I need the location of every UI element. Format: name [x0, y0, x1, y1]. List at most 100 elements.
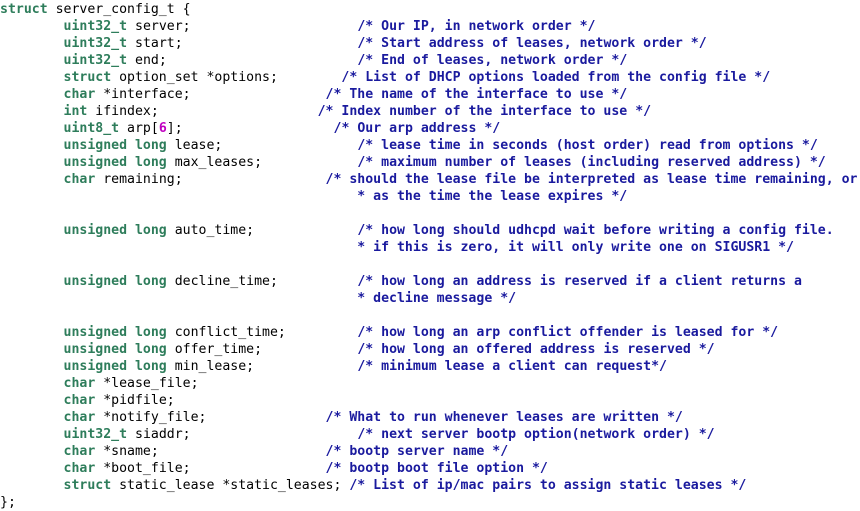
code-token-plain: *lease_file;	[95, 376, 199, 391]
code-token-plain: lease;	[166, 138, 358, 153]
code-token-plain: server_config_t {	[47, 2, 191, 17]
code-token-plain	[0, 478, 64, 493]
code-token-plain: end;	[127, 53, 358, 68]
code-token-keyword: char	[63, 410, 96, 425]
code-line: unsigned long decline_time; /* how long …	[0, 273, 860, 290]
code-token-keyword: struct	[0, 2, 48, 17]
code-token-keyword: uint32_t	[63, 53, 128, 68]
code-token-plain	[0, 19, 64, 34]
code-line: char *lease_file;	[0, 375, 860, 392]
code-line: char *pidfile;	[0, 392, 860, 409]
code-token-comment: /* how long an address is reserved if a …	[357, 274, 802, 289]
code-token-keyword: char	[63, 393, 96, 408]
code-line: struct option_set *options; /* List of D…	[0, 69, 860, 86]
code-token-comment: /* bootp server name */	[325, 444, 509, 459]
code-token-plain	[0, 359, 64, 374]
code-token-plain: decline_time;	[166, 274, 358, 289]
code-token-plain: option_set *options;	[111, 70, 342, 85]
code-token-plain: *boot_file;	[95, 461, 326, 476]
code-token-plain	[0, 240, 349, 255]
code-token-comment: /* Our arp address */	[333, 121, 501, 136]
code-token-plain	[0, 393, 64, 408]
code-token-comment: * as the time the lease expires */	[349, 189, 628, 204]
code-token-plain: conflict_time;	[166, 325, 358, 340]
code-token-plain	[0, 189, 349, 204]
code-token-comment: /* What to run whenever leases are writt…	[325, 410, 683, 425]
code-line: unsigned long conflict_time; /* how long…	[0, 324, 860, 341]
code-token-plain: *pidfile;	[95, 393, 175, 408]
code-token-keyword: unsigned long	[63, 223, 167, 238]
code-token-comment: /* how long an offered address is reserv…	[357, 342, 715, 357]
code-line: uint32_t end; /* End of leases, network …	[0, 52, 860, 69]
code-token-keyword: uint32_t	[63, 19, 128, 34]
code-line: struct server_config_t {	[0, 1, 860, 18]
code-token-keyword: char	[63, 461, 96, 476]
code-token-plain	[0, 342, 64, 357]
code-token-plain	[0, 444, 64, 459]
code-token-plain: *sname;	[95, 444, 326, 459]
code-token-keyword: char	[63, 376, 96, 391]
code-token-plain	[0, 172, 64, 187]
code-token-keyword: struct	[63, 478, 112, 493]
code-token-comment: /* End of leases, network order */	[357, 53, 628, 68]
code-line: uint32_t siaddr; /* next server bootp op…	[0, 426, 860, 443]
code-line: char *notify_file; /* What to run whenev…	[0, 409, 860, 426]
code-token-comment: /* how long an arp conflict offender is …	[357, 325, 779, 340]
code-token-keyword: char	[63, 444, 96, 459]
code-line: unsigned long offer_time; /* how long an…	[0, 341, 860, 358]
code-token-keyword: unsigned long	[63, 155, 167, 170]
code-token-keyword: unsigned long	[63, 138, 167, 153]
code-token-plain	[0, 121, 64, 136]
code-line: char remaining; /* should the lease file…	[0, 171, 860, 188]
code-token-plain	[0, 291, 349, 306]
code-token-plain: *interface;	[95, 87, 326, 102]
code-token-comment: /* Index number of the interface to use …	[317, 104, 652, 119]
code-token-plain: arp[	[119, 121, 159, 136]
code-token-comment: /* Start address of leases, network orde…	[357, 36, 707, 51]
code-line: * if this is zero, it will only write on…	[0, 239, 860, 256]
code-token-comment: /* bootp boot file option */	[325, 461, 548, 476]
code-line: uint32_t start; /* Start address of leas…	[0, 35, 860, 52]
code-token-keyword: char	[63, 87, 96, 102]
code-token-plain: auto_time;	[166, 223, 358, 238]
code-token-plain: min_lease;	[166, 359, 358, 374]
code-token-plain: static_lease *static_leases;	[111, 478, 350, 493]
code-token-plain	[0, 461, 64, 476]
code-line: int ifindex; /* Index number of the inte…	[0, 103, 860, 120]
code-line: unsigned long lease; /* lease time in se…	[0, 137, 860, 154]
code-token-comment: /* List of ip/mac pairs to assign static…	[349, 478, 747, 493]
code-token-comment: /* how long should udhcpd wait before wr…	[357, 223, 834, 238]
code-token-keyword: unsigned long	[63, 325, 167, 340]
code-line: unsigned long min_lease; /* minimum leas…	[0, 358, 860, 375]
code-token-keyword: uint8_t	[63, 121, 120, 136]
code-token-keyword: struct	[63, 70, 112, 85]
code-token-keyword: unsigned long	[63, 359, 167, 374]
code-token-plain: remaining;	[95, 172, 326, 187]
code-token-plain	[0, 36, 64, 51]
code-token-keyword: unsigned long	[63, 342, 167, 357]
code-token-comment: * decline message */	[349, 291, 517, 306]
code-line: unsigned long auto_time; /* how long sho…	[0, 222, 860, 239]
code-token-comment: /* should the lease file be interpreted …	[325, 172, 858, 187]
code-token-comment: /* maximum number of leases (including r…	[357, 155, 826, 170]
code-token-plain: max_leases;	[166, 155, 358, 170]
code-token-comment: /* minimum lease a client can request*/	[357, 359, 667, 374]
code-token-plain: server;	[127, 19, 358, 34]
code-token-plain	[0, 427, 64, 442]
code-line: char *interface; /* The name of the inte…	[0, 86, 860, 103]
code-token-plain: siaddr;	[127, 427, 358, 442]
code-token-comment: /* The name of the interface to use */	[325, 87, 628, 102]
code-line: char *sname; /* bootp server name */	[0, 443, 860, 460]
code-line: char *boot_file; /* bootp boot file opti…	[0, 460, 860, 477]
code-token-comment: /* next server bootp option(network orde…	[357, 427, 715, 442]
code-token-plain: };	[0, 495, 16, 510]
code-token-plain	[0, 410, 64, 425]
code-line: uint32_t server; /* Our IP, in network o…	[0, 18, 860, 35]
code-line	[0, 205, 860, 222]
code-token-keyword: uint32_t	[63, 427, 128, 442]
code-token-plain	[0, 376, 64, 391]
code-line: * decline message */	[0, 290, 860, 307]
code-token-plain	[0, 104, 64, 119]
